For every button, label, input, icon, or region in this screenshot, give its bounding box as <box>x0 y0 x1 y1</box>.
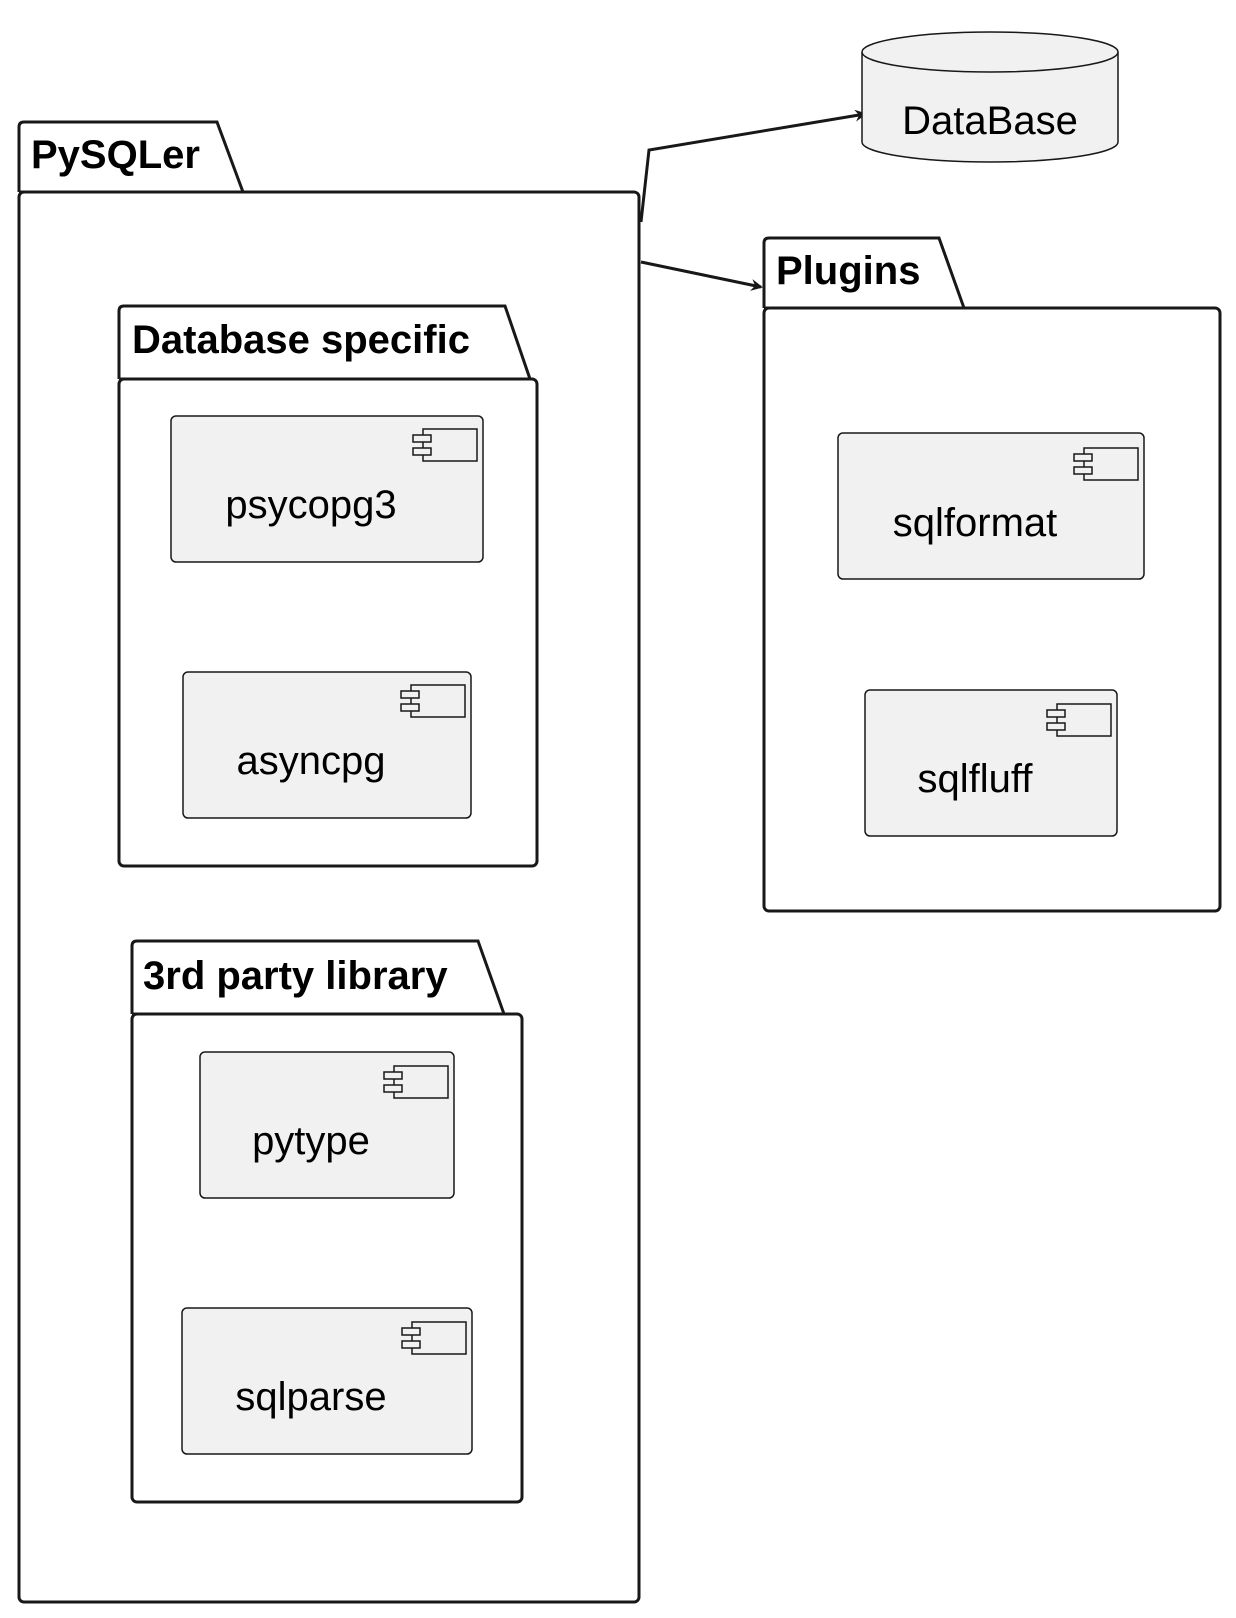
package-title-3rd-party-library: 3rd party library <box>143 954 448 998</box>
component-label-pytype: pytype <box>252 1119 370 1163</box>
component-label-asyncpg: asyncpg <box>237 739 386 783</box>
package-title-plugins: Plugins <box>776 249 920 293</box>
uml-component-icon <box>383 1065 449 1099</box>
uml-component-icon <box>1073 447 1139 481</box>
uml-component-icon <box>401 1321 467 1355</box>
component-sqlfluff: sqlfluff <box>864 689 1118 837</box>
database-node: DataBase <box>861 31 1119 163</box>
uml-component-icon <box>412 428 478 462</box>
cylinder-database-icon <box>861 31 1119 163</box>
component-asyncpg: asyncpg <box>182 671 472 819</box>
component-pytype: pytype <box>199 1051 455 1199</box>
component-sqlformat: sqlformat <box>837 432 1145 580</box>
component-sqlparse: sqlparse <box>181 1307 473 1455</box>
relation-pysqler-database <box>639 109 867 223</box>
component-label-sqlparse: sqlparse <box>235 1375 386 1419</box>
uml-component-icon <box>400 684 466 718</box>
relation-pysqler-plugins <box>640 260 763 291</box>
component-label-sqlfluff: sqlfluff <box>918 757 1034 801</box>
component-psycopg3: psycopg3 <box>170 415 484 563</box>
package-title-pysqler: PySQLer <box>31 133 200 177</box>
component-label-sqlformat: sqlformat <box>893 501 1058 545</box>
database-label: DataBase <box>902 99 1078 143</box>
component-label-psycopg3: psycopg3 <box>225 483 396 527</box>
uml-component-icon <box>1046 703 1112 737</box>
package-title-database-specific: Database specific <box>132 318 470 362</box>
